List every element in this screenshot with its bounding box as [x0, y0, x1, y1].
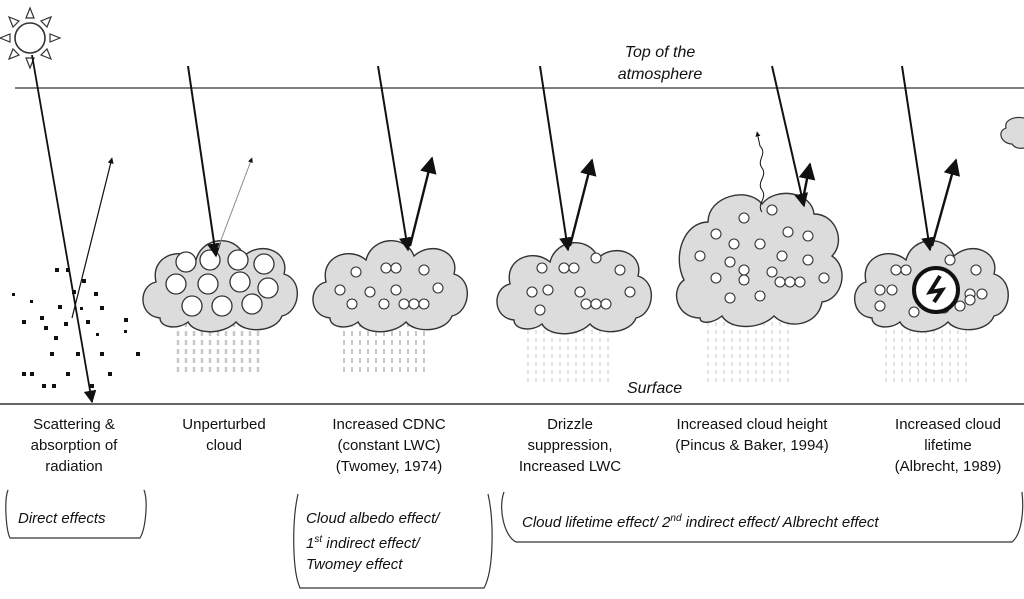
albedo-line-3: Twomey effect [306, 556, 403, 573]
label-line: Increased LWC [518, 458, 622, 475]
label-line: cloud [206, 437, 242, 454]
albedo-ordinal: 1 [306, 535, 315, 552]
label-line: radiation [45, 458, 103, 475]
label-line: Increased CDNC [332, 416, 446, 433]
label-line: Increased cloud [895, 416, 1001, 433]
lifetime-text-a: Cloud lifetime effect/ 2 [522, 514, 671, 531]
albedo-line-2-text: indirect effect/ [322, 535, 420, 552]
column-label-direct: Scattering & absorption of radiation [2, 414, 146, 477]
label-line: absorption of [30, 437, 118, 454]
rain-streaks [707, 322, 789, 384]
albedo-ordinal-suffix: st [314, 534, 323, 545]
sun-icon [0, 6, 62, 70]
cloud-icon [496, 242, 653, 335]
cloud-icon [1000, 116, 1024, 149]
incoming-radiation-arrow [901, 65, 936, 252]
column-label-drizzle: Drizzle suppression, Increased LWC [500, 414, 640, 477]
label-line: Unperturbed [182, 416, 266, 433]
surface-label: Surface [627, 380, 683, 397]
direct-effects-label: Direct effects [18, 510, 106, 527]
reflected-radiation-arrow [568, 158, 597, 247]
toa-line-2: atmosphere [617, 66, 703, 83]
cloud-icon [312, 240, 469, 333]
column-label-height: Increased cloud height (Pincus & Baker, … [648, 414, 856, 456]
clock-icon [912, 266, 960, 314]
label-line: Scattering & [33, 416, 115, 433]
label-line: (Albrecht, 1989) [894, 458, 1002, 475]
reflected-radiation-arrow [798, 162, 816, 205]
reflected-radiation-arrow [217, 157, 253, 249]
label-line: lifetime [924, 437, 972, 454]
label-line: Increased cloud height [676, 416, 828, 433]
scattered-radiation-arrow [71, 157, 114, 319]
incoming-radiation-arrow [771, 65, 809, 208]
column-label-cdnc: Increased CDNC (constant LWC) (Twomey, 1… [314, 414, 464, 477]
incoming-radiation-arrow [377, 65, 413, 252]
longwave-radiation-wave [755, 131, 765, 213]
reflected-radiation-arrow [408, 156, 437, 247]
label-line: Drizzle [547, 416, 593, 433]
incoming-radiation-arrow [539, 65, 574, 252]
toa-line-1: Top of the [624, 44, 696, 61]
lifetime-text-b: indirect effect/ Albrecht effect [681, 514, 879, 531]
column-label-unperturbed: Unperturbed cloud [152, 414, 296, 456]
lifetime-ordinal-suffix: nd [670, 513, 682, 524]
label-line: (constant LWC) [337, 437, 441, 454]
albedo-line-2: 1st indirect effect/ [306, 529, 486, 554]
albedo-line-1: Cloud albedo effect/ [306, 510, 440, 527]
aerosol-particles [12, 268, 140, 388]
lifetime-effect-brace [501, 491, 1024, 543]
cloud-icon [675, 192, 843, 328]
label-line: (Pincus & Baker, 1994) [675, 437, 829, 454]
albedo-effect-brace [293, 493, 493, 589]
direct-effects-brace [5, 489, 147, 539]
albedo-effect-label: Cloud albedo effect/ 1st indirect effect… [306, 508, 486, 575]
top-of-atmosphere-label: Top of the atmosphere [590, 42, 730, 86]
incoming-radiation-arrow [187, 65, 222, 258]
label-line: suppression, [527, 437, 613, 454]
reflected-radiation-arrow [930, 158, 961, 247]
lifetime-effect-label: Cloud lifetime effect/ 2nd indirect effe… [522, 508, 879, 533]
column-label-lifetime: Increased cloud lifetime (Albrecht, 1989… [874, 414, 1022, 477]
cloud-icon [142, 240, 299, 333]
label-line: (Twomey, 1974) [335, 458, 443, 475]
incoming-radiation-arrow [31, 54, 97, 404]
